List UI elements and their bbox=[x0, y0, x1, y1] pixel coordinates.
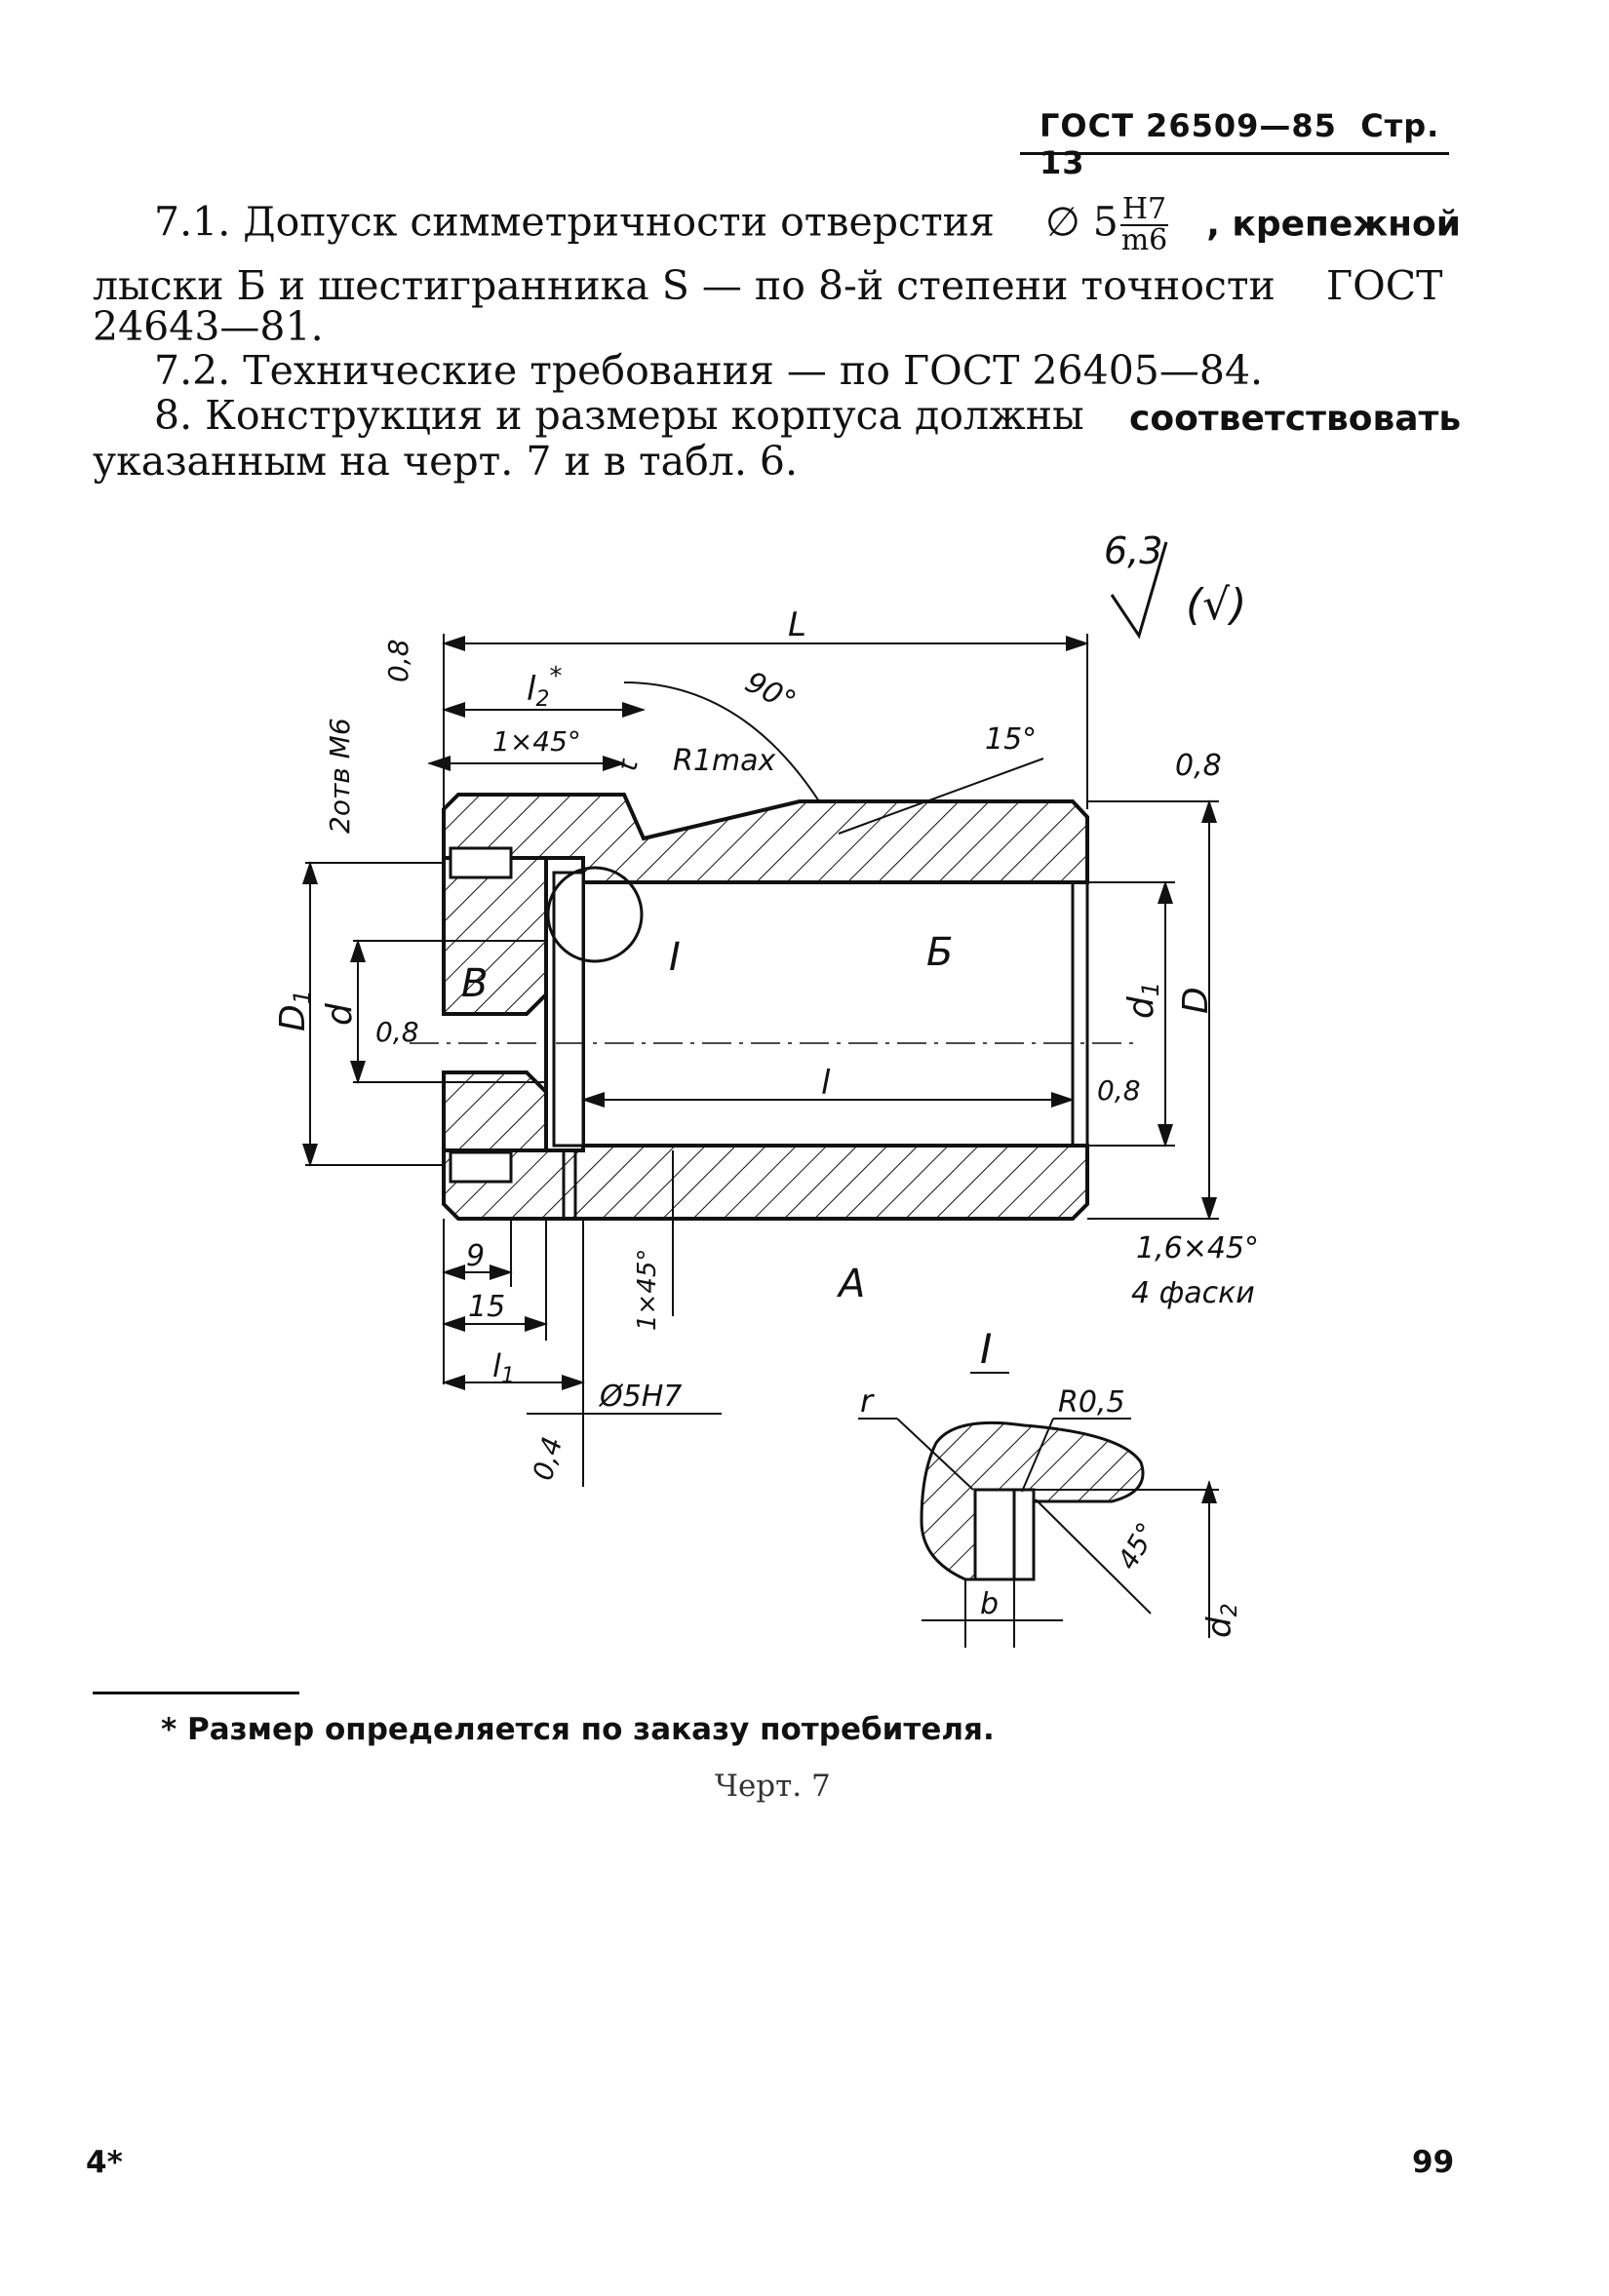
footnote: * Размер определяется по заказу потребит… bbox=[161, 1712, 995, 1747]
roughness-bore: 0,8 bbox=[1097, 1074, 1141, 1107]
p71-line2: лыски Б и шестигранника S — по 8-й степе… bbox=[93, 262, 1275, 309]
roughness-04: 0,4 bbox=[527, 1433, 569, 1484]
detail-r: r bbox=[860, 1382, 875, 1420]
chamfer-1x45: 1×45° bbox=[492, 725, 581, 758]
p71-text: 7.1. Допуск симметричности отверстия bbox=[154, 198, 995, 246]
chamfer-4: 1,6×45° bbox=[1136, 1231, 1258, 1265]
paragraph-7-1-line2: лыски Б и шестигранника S — по 8-й степе… bbox=[93, 263, 1275, 308]
paragraph-8-line2: указанным на черт. 7 и в табл. 6. bbox=[93, 439, 798, 484]
footnote-rule bbox=[93, 1692, 299, 1694]
dimension-lines bbox=[302, 634, 1219, 1487]
gost-word: ГОСТ bbox=[1326, 263, 1442, 308]
radius-r1max: R1max bbox=[673, 744, 776, 778]
p8-bold-text: соответствовать bbox=[1129, 399, 1462, 439]
roughness-inner: 0,8 bbox=[375, 1016, 419, 1048]
angle-15: 15° bbox=[985, 722, 1037, 757]
roughness-left: 0,8 bbox=[382, 639, 414, 682]
header-rule bbox=[1020, 152, 1449, 155]
general-roughness-symbol: 6,3 (√) bbox=[1104, 529, 1246, 640]
paragraph-7-1-line1: 7.1. Допуск симметричности отверстия ∅ 5… bbox=[154, 195, 1461, 255]
p8-text: 8. Конструкция и размеры корпуса должны bbox=[154, 392, 1084, 439]
page-number: Стр. 13 bbox=[1040, 107, 1440, 181]
chamfer-vertical: 1×45° bbox=[633, 1249, 662, 1331]
footer-left: 4* bbox=[86, 2145, 123, 2180]
thread-callout: 2отв М6 bbox=[324, 718, 356, 834]
dim-l1: l1 bbox=[492, 1347, 515, 1388]
detail-title: I bbox=[980, 1325, 992, 1373]
p72-text: 7.2. Технические требования — по ГОСТ 26… bbox=[154, 347, 1264, 394]
page-header: ГОСТ 26509—85 Стр. 13 bbox=[1040, 107, 1443, 181]
detail-b: b bbox=[980, 1587, 999, 1621]
dim-d: d bbox=[320, 1002, 360, 1026]
footer-page-number: 99 bbox=[1412, 2145, 1455, 2180]
roughness-value: 6,3 bbox=[1104, 529, 1162, 572]
dim-t: t bbox=[610, 757, 645, 774]
dim-15: 15 bbox=[468, 1290, 505, 1324]
fraction-denominator: m6 bbox=[1120, 223, 1168, 257]
dim-d1: d1 bbox=[1121, 982, 1164, 1019]
detail-r05: R0,5 bbox=[1058, 1385, 1125, 1420]
paragraph-7-1-line3: 24643—81. bbox=[93, 304, 324, 349]
paragraph-8-line1: 8. Конструкция и размеры корпуса должны bbox=[154, 393, 1084, 438]
hole-callout: Ø5Н7 bbox=[598, 1380, 682, 1414]
paragraph-7-2: 7.2. Технические требования — по ГОСТ 26… bbox=[154, 348, 1263, 393]
dim-D1: D1 bbox=[273, 990, 316, 1031]
drawing-caption: Черт. 7 bbox=[715, 1769, 831, 1804]
roughness-right: 0,8 bbox=[1175, 749, 1222, 783]
roughness-paren: (√) bbox=[1186, 580, 1246, 630]
body-section bbox=[410, 793, 1141, 1221]
p71-bold: , крепежной bbox=[1206, 204, 1461, 245]
label-B: Б bbox=[926, 930, 953, 975]
detail-angle-45: 45° bbox=[1111, 1517, 1162, 1575]
detail-d2: d2 bbox=[1200, 1603, 1242, 1638]
detail-view-I: I r R0,5 45° b d2 bbox=[858, 1325, 1242, 1648]
standard-number: ГОСТ 26509—85 bbox=[1040, 107, 1337, 144]
p8-line2: указанным на черт. 7 и в табл. 6. bbox=[93, 438, 799, 485]
diameter-symbol: ∅ 5 bbox=[1045, 198, 1118, 246]
dim-9: 9 bbox=[466, 1239, 485, 1273]
technical-drawing: 6,3 (√) bbox=[273, 529, 1258, 1648]
chamfer-4-note: 4 фаски bbox=[1131, 1276, 1255, 1310]
fraction-numerator: H7 bbox=[1119, 192, 1169, 226]
dim-l2: l2* bbox=[527, 662, 562, 712]
dim-l: l bbox=[821, 1064, 831, 1103]
dim-L: L bbox=[788, 605, 806, 644]
label-I: I bbox=[669, 935, 681, 980]
gost-text: ГОСТ bbox=[1326, 262, 1443, 309]
label-V: В bbox=[461, 961, 488, 1006]
angle-90: 90° bbox=[739, 665, 801, 720]
dimension-labels: L l2* 90° 1×45° t R1max 15° 2отв М6 0,8 … bbox=[273, 605, 1258, 1484]
p71-line3: 24643—81. bbox=[93, 303, 324, 350]
dim-D: D bbox=[1176, 987, 1216, 1014]
label-A: А bbox=[836, 1262, 865, 1306]
paragraph-8-bold: соответствовать bbox=[1129, 397, 1461, 442]
